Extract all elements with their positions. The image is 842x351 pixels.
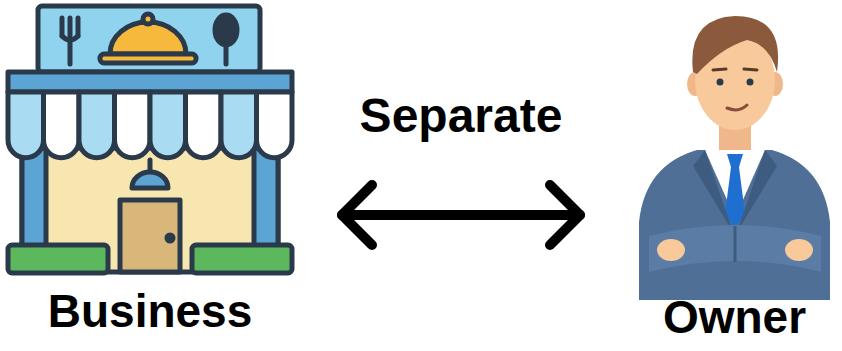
business-label: Business [0,286,300,337]
arrow-head [342,185,372,245]
owner-label: Owner [627,292,842,343]
edge-label: Separate [360,90,563,143]
owner-illustration [627,0,842,300]
arrow-head [550,185,580,245]
illustrated-node: Owner [627,0,842,351]
illustrated-node: Business [0,0,300,351]
arrow-shaft [342,210,580,220]
shop-illustration [0,0,300,290]
double-arrow [342,185,580,245]
